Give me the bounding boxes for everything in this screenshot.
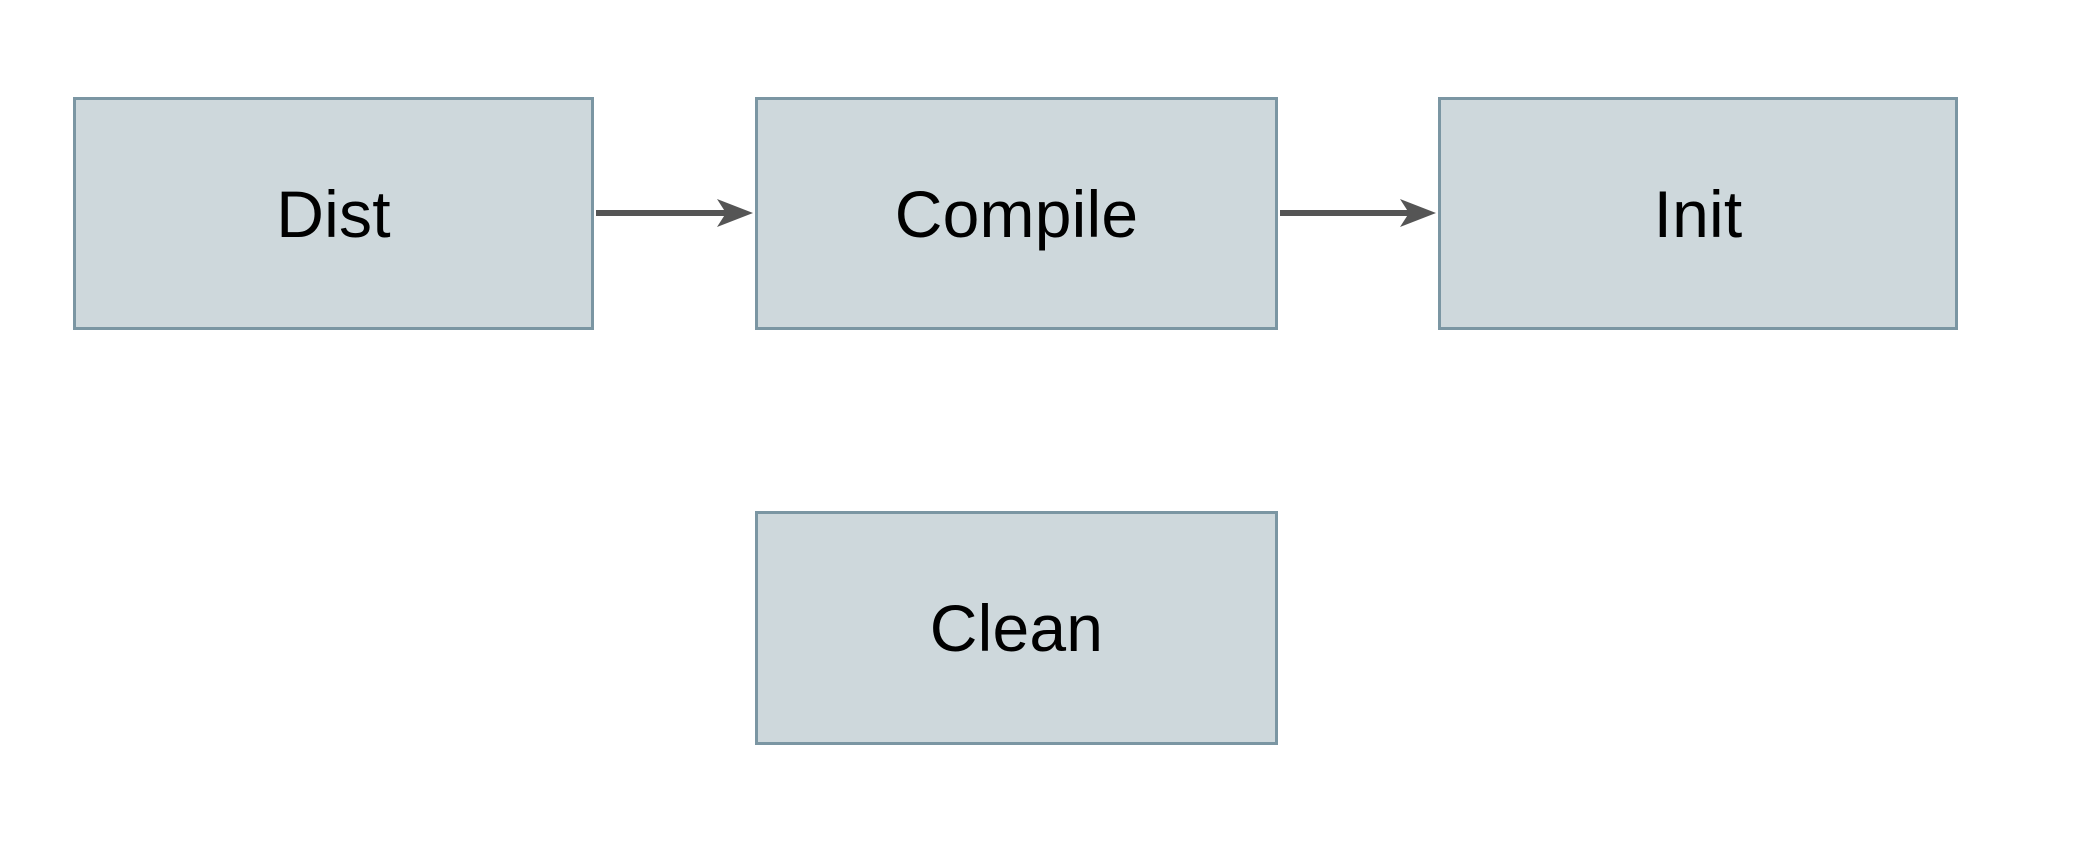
node-dist[interactable]: Dist [73, 97, 594, 330]
node-clean-label: Clean [929, 591, 1104, 665]
edge-arrowhead [1400, 199, 1436, 227]
edge-arrowhead [717, 199, 753, 227]
node-clean[interactable]: Clean [755, 511, 1278, 745]
edge-dist-to-compile[interactable] [596, 193, 753, 234]
edge-compile-to-init[interactable] [1280, 193, 1436, 234]
node-compile[interactable]: Compile [755, 97, 1278, 330]
node-dist-label: Dist [276, 176, 391, 251]
node-init-label: Init [1653, 176, 1743, 251]
node-init[interactable]: Init [1438, 97, 1958, 330]
node-compile-label: Compile [894, 176, 1139, 251]
